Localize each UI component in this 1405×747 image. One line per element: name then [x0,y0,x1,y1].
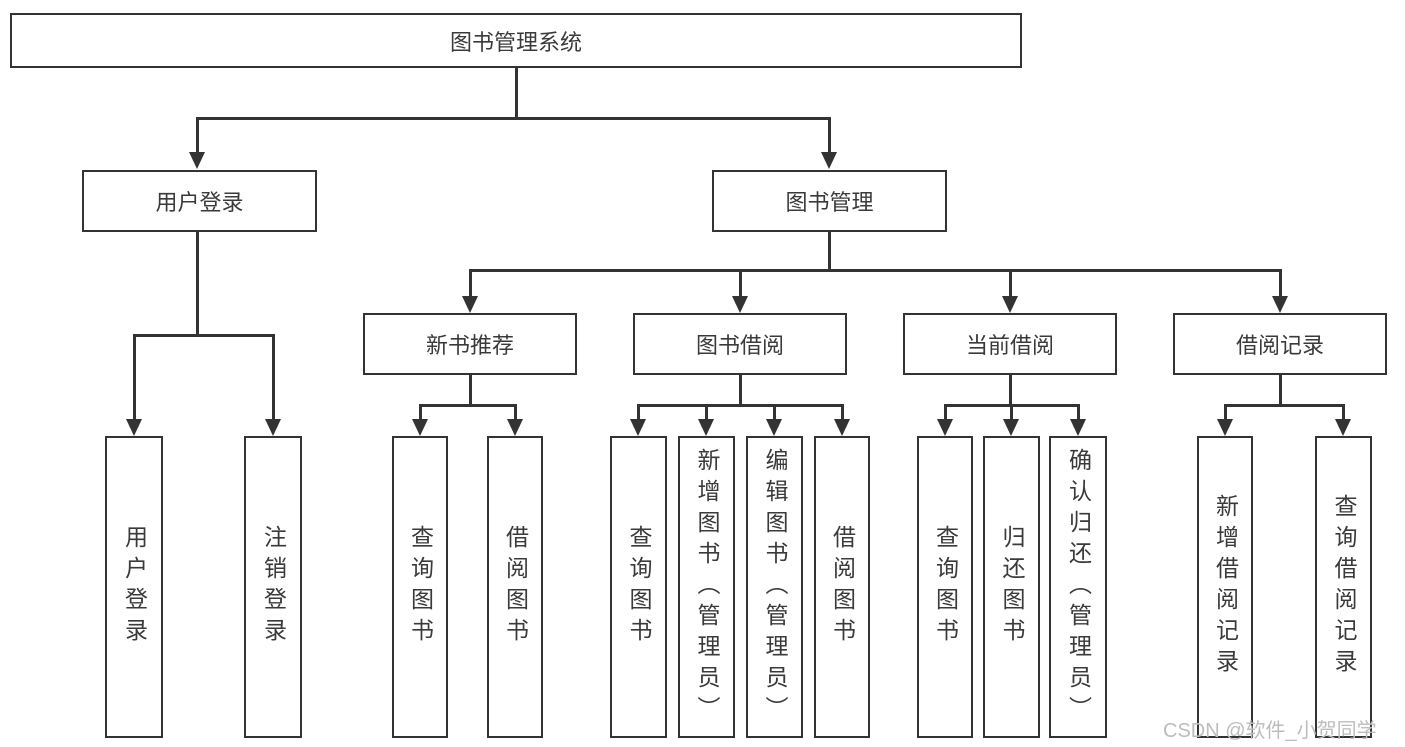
connector-current-stub [1009,375,1012,407]
node-book-borrow: 图书借阅 [633,313,847,375]
csdn-watermark: CSDN @软件_小贺同学 [1163,720,1377,742]
connector-arrow-br2-shaft [1342,404,1345,419]
connector-arrow-user-login-shaft [196,117,199,152]
node-user-login: 用户登录 [82,170,317,232]
connector-arrow-bb4-shaft [841,404,844,419]
leaf-br-query-record: 查询借阅记录 [1315,436,1372,738]
connector-user-login-bar [133,334,275,337]
connector-newbook-stub [469,375,472,407]
leaf-cb-confirm-return: 确认归还（管理员） [1049,436,1107,738]
connector-level2-bar [196,117,831,120]
leaf-bb-add-books: 新增图书（管理员） [678,436,735,738]
connector-arrow-current-head [1002,296,1018,313]
connector-book-mgmt-stub [828,232,831,272]
connector-root-stub [515,68,518,119]
leaf-br-add-record: 新增借阅记录 [1197,436,1253,738]
node-current-borrow: 当前借阅 [903,313,1117,375]
connector-arrow-book-mgmt-head [821,152,837,169]
connector-arrow-nb1-head [412,419,428,436]
connector-arrow-user-login-head [189,152,205,169]
connector-arrow-cb2-shaft [1010,404,1013,419]
leaf-user-login: 用户登录 [105,436,163,738]
leaf-nb-query-books: 查询图书 [392,436,448,738]
leaf-bb-borrow-books: 借阅图书 [814,436,870,738]
connector-arrow-cb3-shaft [1077,404,1080,419]
connector-arrow-newbook-shaft [469,269,472,296]
node-new-book-recommend: 新书推荐 [363,313,577,375]
connector-arrow-borrow-shaft [739,269,742,296]
connector-arrow-bb1-head [630,419,646,436]
leaf-cb-query-books: 查询图书 [917,436,973,738]
connector-arrow-cb1-shaft [944,404,947,419]
connector-arrow-leaf-login-head [126,419,142,436]
connector-records-bar [1224,404,1345,407]
connector-arrow-bb3-head [766,419,782,436]
connector-arrow-nb2-shaft [514,404,517,419]
connector-newbook-bar [419,404,517,407]
node-borrow-records: 借阅记录 [1173,313,1387,375]
connector-arrow-cb2-head [1003,419,1019,436]
connector-borrow-bar [637,404,844,407]
connector-arrow-leaf-login-shaft [133,334,136,419]
connector-arrow-current-shaft [1009,269,1012,296]
leaf-cb-return-books: 归还图书 [983,436,1040,738]
connector-arrow-bb2-head [698,419,714,436]
connector-arrow-bb2-shaft [705,404,708,419]
connector-arrow-bb4-head [834,419,850,436]
connector-arrow-bb3-shaft [773,404,776,419]
node-root: 图书管理系统 [10,13,1022,68]
connector-level3-bar [469,269,1282,272]
connector-arrow-book-mgmt-shaft [828,117,831,152]
connector-arrow-newbook-head [462,296,478,313]
leaf-nb-borrow-books: 借阅图书 [487,436,543,738]
connector-arrow-records-shaft [1279,269,1282,296]
connector-arrow-nb1-shaft [419,404,422,419]
connector-records-stub [1279,375,1282,407]
connector-arrow-leaf-logout-shaft [272,334,275,419]
connector-arrow-cb1-head [937,419,953,436]
connector-arrow-br2-head [1335,419,1351,436]
connector-borrow-stub [739,375,742,407]
connector-arrow-records-head [1272,296,1288,313]
connector-arrow-br1-head [1217,419,1233,436]
node-book-management: 图书管理 [712,170,947,232]
leaf-bb-edit-books: 编辑图书（管理员） [746,436,803,738]
connector-arrow-leaf-logout-head [265,419,281,436]
leaf-bb-query-books: 查询图书 [610,436,667,738]
connector-arrow-cb3-head [1070,419,1086,436]
connector-arrow-bb1-shaft [637,404,640,419]
connector-arrow-borrow-head [732,296,748,313]
connector-arrow-nb2-head [507,419,523,436]
leaf-logout: 注销登录 [244,436,302,738]
connector-arrow-br1-shaft [1224,404,1227,419]
connector-user-login-stub [196,232,199,336]
